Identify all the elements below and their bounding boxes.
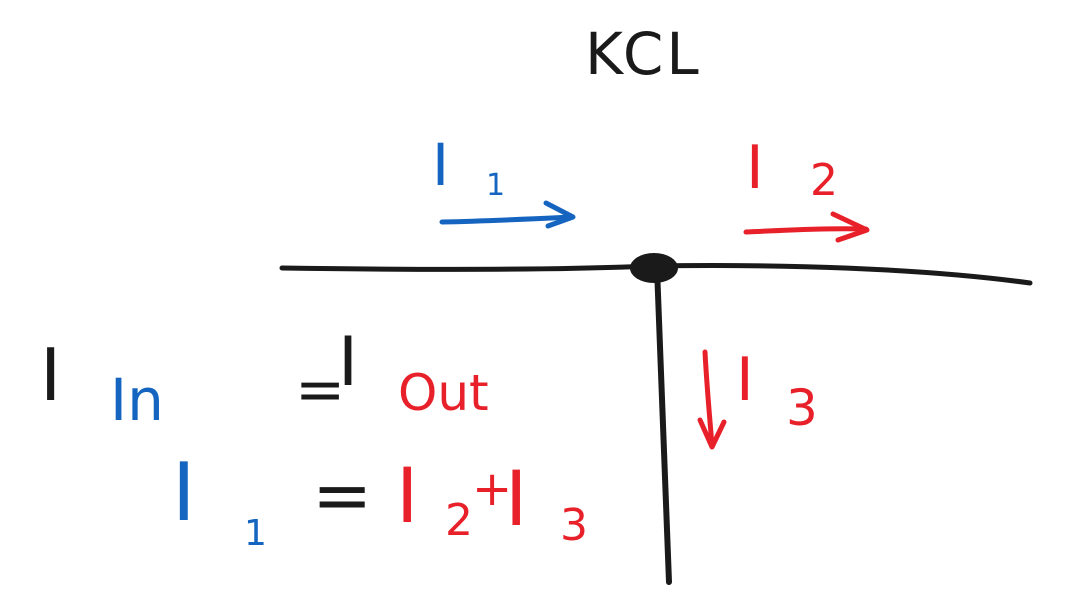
current-i1-label: I 1 xyxy=(432,131,505,203)
eq-general-left-symbol: I xyxy=(40,333,61,417)
eq-specific-rhs-second-symbol: I xyxy=(505,454,527,543)
current-i2-label: I 2 xyxy=(746,133,838,206)
eq-specific-rhs-second-subscript: 3 xyxy=(560,500,588,551)
eq-specific-equals: = xyxy=(312,453,372,537)
current-i1-subscript: 1 xyxy=(486,168,505,203)
current-i1-arrow xyxy=(439,200,576,229)
equation-general: I In = I Out xyxy=(40,323,489,434)
eq-specific-plus: + xyxy=(472,461,512,517)
current-i3-subscript: 3 xyxy=(786,379,818,437)
eq-general-left-subscript: In xyxy=(110,366,164,434)
eq-general-right-symbol: I xyxy=(338,323,358,402)
current-i2-symbol: I xyxy=(746,133,764,203)
current-i3-label: I 3 xyxy=(736,345,818,437)
current-i2-subscript: 2 xyxy=(810,155,838,206)
eq-specific-rhs-first-symbol: I xyxy=(396,451,418,540)
current-i3-arrow xyxy=(697,349,727,450)
equation-specific: I 1 = I 2 + I 3 xyxy=(172,446,588,554)
current-i1-symbol: I xyxy=(432,131,449,199)
eq-general-right-subscript: Out xyxy=(398,364,489,422)
vertical-wire xyxy=(654,265,672,585)
current-i3-symbol: I xyxy=(736,345,754,415)
junction-node xyxy=(630,253,678,283)
eq-specific-lhs-symbol: I xyxy=(172,446,196,539)
current-i2-arrow xyxy=(743,211,870,243)
diagram-title: KCL xyxy=(585,20,702,88)
eq-general-equals: = xyxy=(295,355,345,425)
eq-specific-lhs-subscript: 1 xyxy=(244,513,267,554)
eq-specific-rhs-first-subscript: 2 xyxy=(445,495,473,546)
